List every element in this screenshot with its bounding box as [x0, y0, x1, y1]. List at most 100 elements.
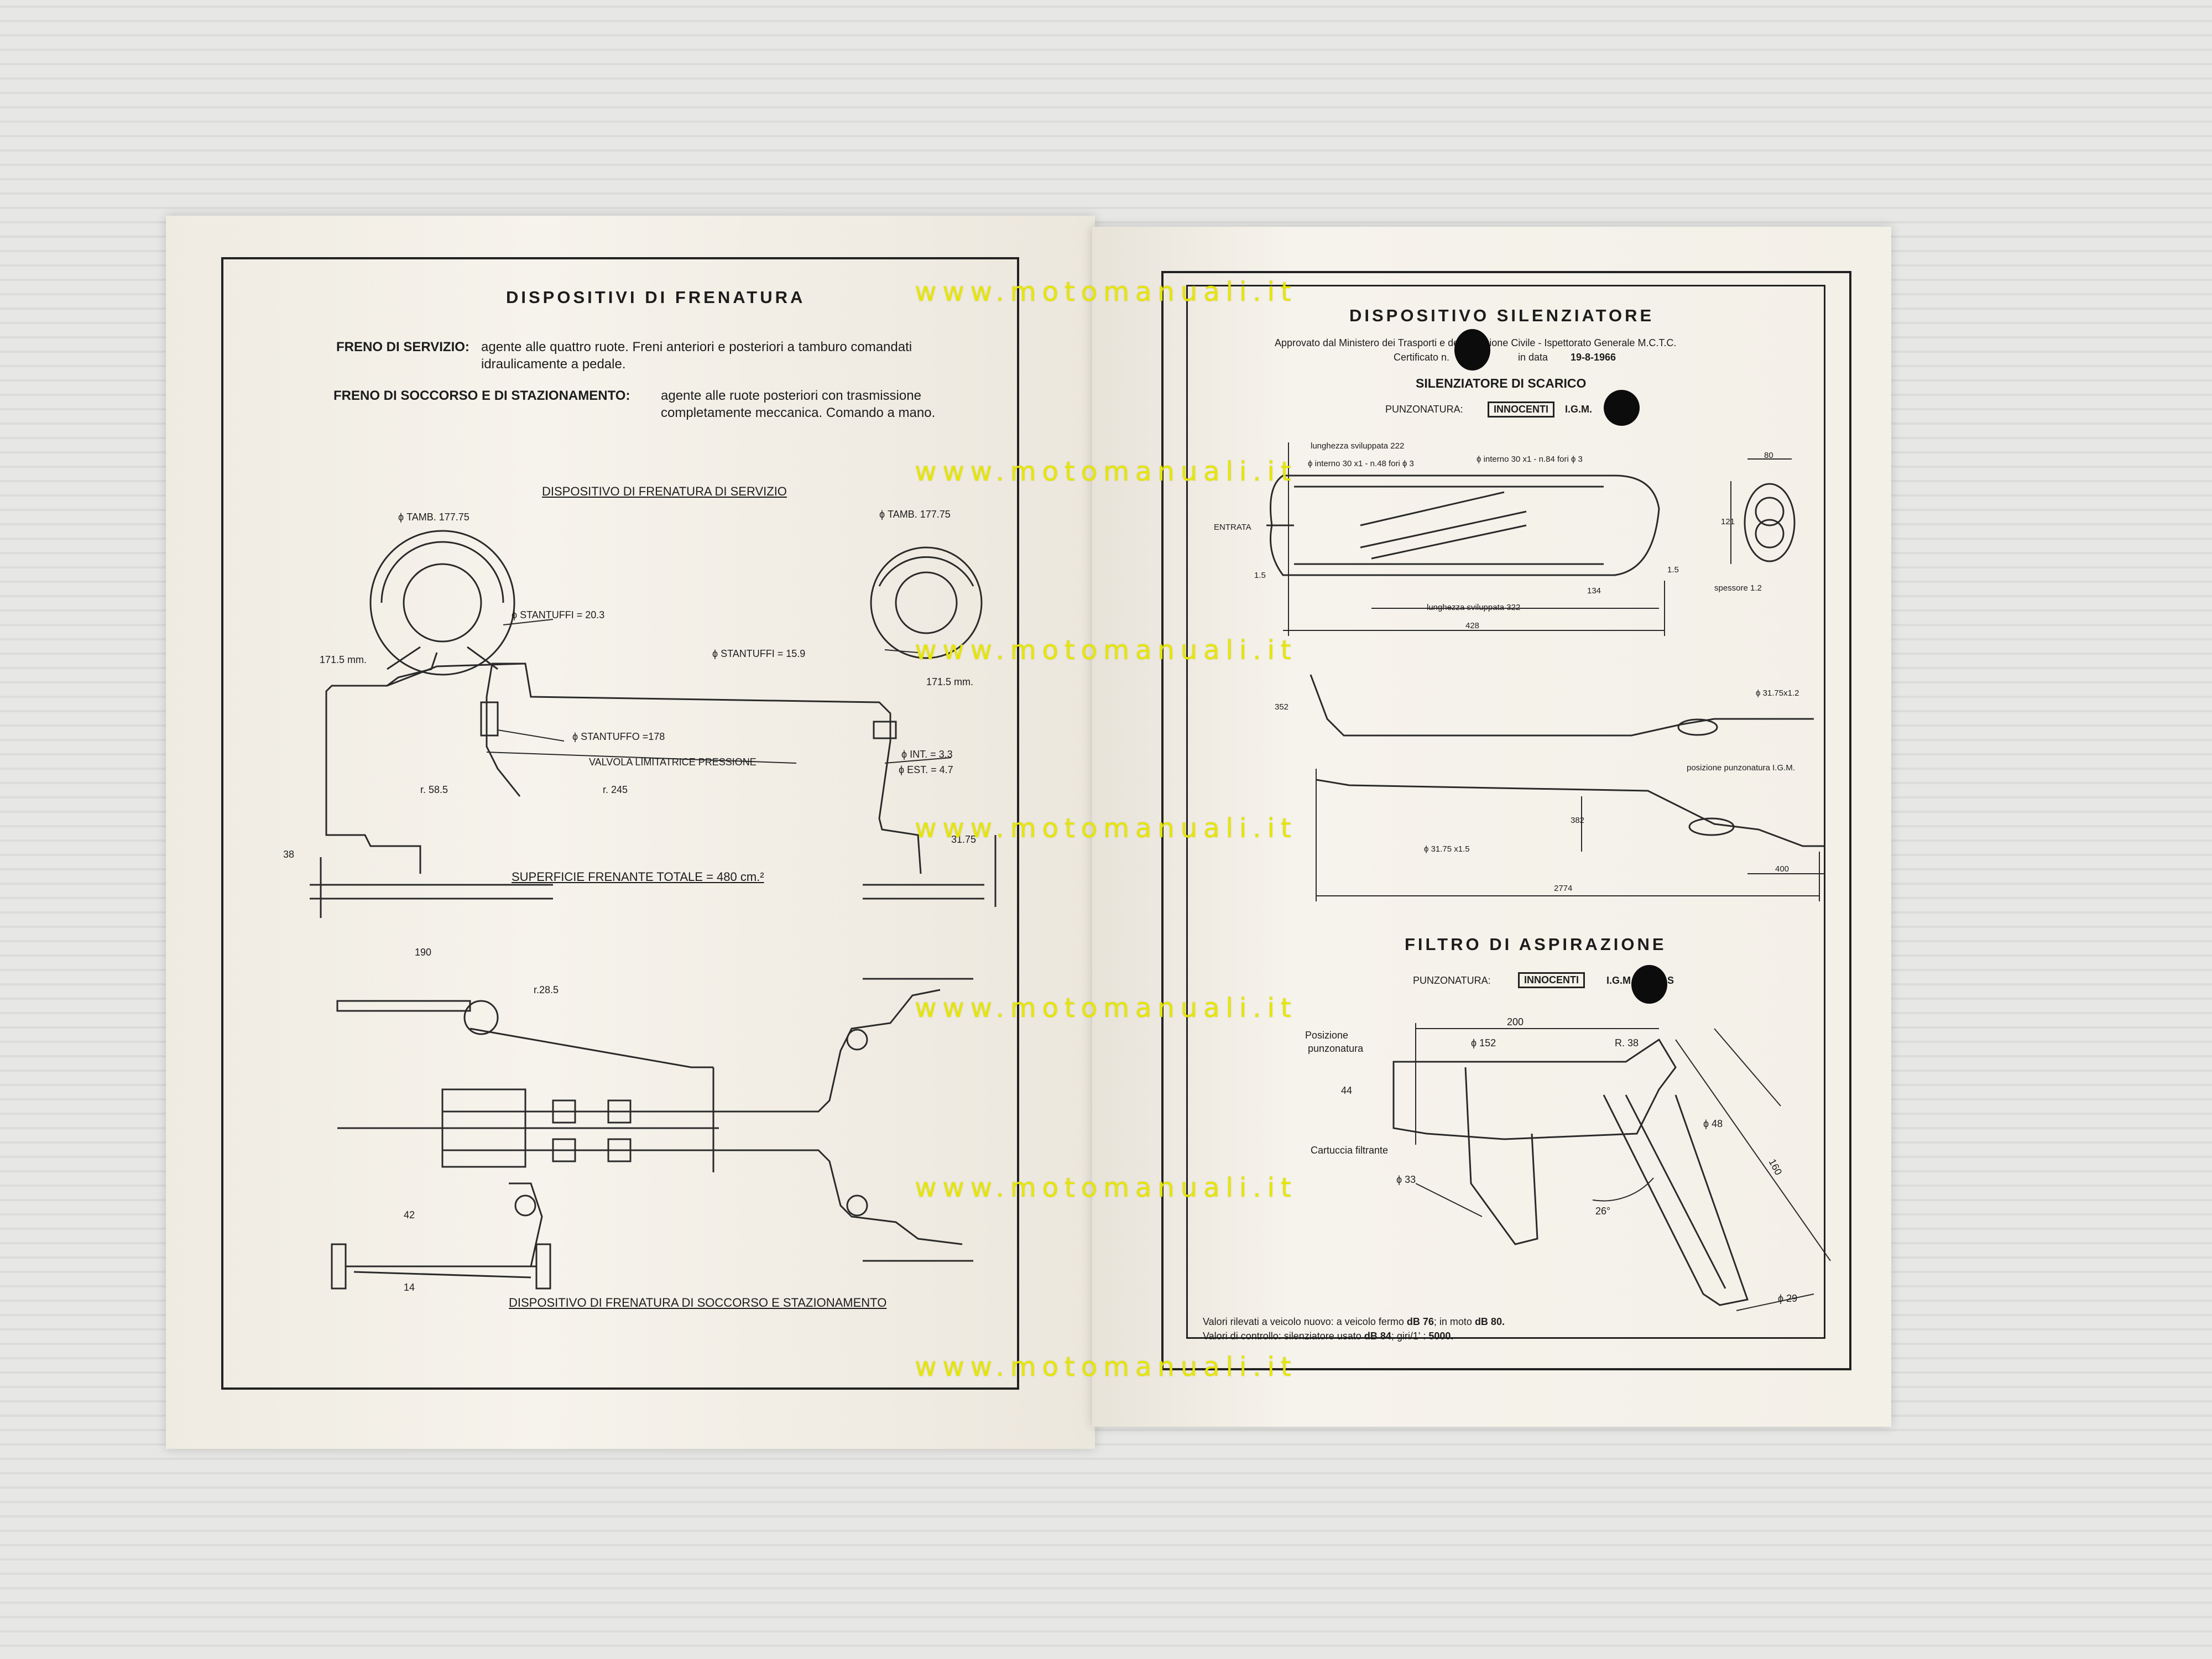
dim-spessore: spessore 1.2 [1714, 583, 1762, 593]
noise-1-c: ; in moto [1433, 1316, 1472, 1327]
filter-section-title: FILTRO DI ASPIRAZIONE [1405, 935, 1667, 954]
filter-innocenti-stamp: INNOCENTI [1518, 972, 1585, 988]
right-page-outer-border [1161, 271, 1851, 1370]
dim-stantuffi-right: ϕ STANTUFFI = 15.9 [712, 648, 806, 659]
right-page [1092, 227, 1891, 1427]
dim-171-left: 171.5 mm. [320, 654, 367, 665]
brake-section-title: DISPOSITIVI DI FRENATURA [506, 288, 806, 307]
dim-pipe-1: ϕ 31.75x1.2 [1756, 688, 1799, 698]
approval-certificate-label: Certificato n. [1394, 352, 1450, 363]
angle-26: 26° [1595, 1206, 1611, 1217]
dim-42: 42 [404, 1209, 415, 1220]
left-page [166, 216, 1095, 1449]
dim-int: ϕ INT. = 3.3 [901, 749, 953, 760]
dim-r245: r. 245 [603, 784, 628, 795]
dim-190: 190 [415, 947, 432, 958]
dim-tamb-right: ϕ TAMB. 177.75 [879, 509, 951, 520]
filter-punzonatura-label: PUNZONATURA: [1413, 975, 1491, 986]
dim-r58: r. 58.5 [420, 784, 448, 795]
dim-29: ϕ 29 [1778, 1293, 1798, 1304]
watermark-7: www.motomanuali.it [915, 1352, 1297, 1383]
dim-400: 400 [1775, 864, 1790, 874]
cartuccia-label: Cartuccia filtrante [1311, 1145, 1389, 1156]
noise-1-b: dB 76 [1406, 1316, 1434, 1327]
dim-31: 31.75 [951, 834, 977, 845]
service-brake-label: FRENO DI SERVIZIO: [336, 340, 469, 354]
punzonatura-label-2: punzonatura [1308, 1043, 1364, 1054]
watermark-4: www.motomanuali.it [915, 813, 1297, 844]
noise-1-a: Valori rilevati a veicolo nuovo: a veico… [1203, 1316, 1404, 1327]
right-page-inner-border [1186, 285, 1825, 1339]
approval-date-label: in data [1518, 352, 1548, 363]
dim-lung-322: lunghezza sviluppata 322 [1427, 603, 1521, 612]
filter-igm-label: I.G.M. [1606, 975, 1634, 986]
innocenti-stamp: INNOCENTI [1488, 401, 1554, 418]
emergency-device-caption: DISPOSITIVO DI FRENATURA DI SOCCORSO E S… [509, 1296, 887, 1310]
dim-interno-84: ϕ interno 30 x1 - n.84 fori ϕ 3 [1477, 455, 1583, 464]
service-device-caption: DISPOSITIVO DI FRENATURA DI SERVIZIO [542, 484, 787, 498]
dim-est: ϕ EST. = 4.7 [899, 764, 953, 775]
dim-152: ϕ 152 [1471, 1037, 1496, 1048]
dim-lung-222: lunghezza sviluppata 222 [1311, 441, 1405, 451]
air-filter-drawing [1392, 1023, 1831, 1311]
approval-date: 19-8-1966 [1571, 352, 1616, 363]
dim-428: 428 [1465, 621, 1480, 630]
emergency-brake-drawing [331, 978, 973, 1290]
left-page-border [221, 257, 1019, 1390]
redaction-blot-2 [1604, 390, 1640, 426]
noise-2-b: dB 84 [1364, 1331, 1391, 1342]
noise-line-2: Valori di controllo: silenziatore usato … [1203, 1331, 1453, 1342]
dim-pipe-2: ϕ 31.75 x1.5 [1424, 844, 1470, 854]
silencer-drawing [1266, 442, 1825, 901]
emergency-brake-text-2: completamente meccanica. Comando a mano. [661, 405, 936, 420]
dim-121: 121 [1721, 517, 1735, 526]
dim-14: 14 [404, 1282, 415, 1293]
dim-382: 382 [1571, 816, 1585, 825]
dim-r28: r.28.5 [534, 984, 559, 995]
dim-interno-48: ϕ interno 30 x1 - n.48 fori ϕ 3 [1308, 459, 1414, 468]
dim-tamb-left: ϕ TAMB. 177.75 [398, 512, 469, 523]
emergency-brake-text-1: agente alle ruote posteriori con trasmis… [661, 388, 921, 403]
dim-48: ϕ 48 [1703, 1118, 1723, 1129]
noise-2-a: Valori di controllo: silenziatore usato [1203, 1331, 1361, 1342]
watermark-2: www.motomanuali.it [915, 456, 1297, 487]
filter-igm-suffix: S [1667, 975, 1674, 986]
dim-2774: 2774 [1554, 884, 1573, 893]
dim-1-5-b: 1.5 [1667, 565, 1679, 575]
dim-stantuffi-left: ϕ STANTUFFI = 20.3 [512, 609, 605, 620]
noise-2-c: ; giri/1' : [1391, 1331, 1426, 1342]
punzonatura-label: PUNZONATURA: [1385, 404, 1463, 415]
noise-2-d: 5000. [1428, 1331, 1454, 1342]
service-brake-drawing [310, 530, 997, 918]
dim-80: 80 [1764, 451, 1773, 460]
superficie-frenante: SUPERFICIE FRENANTE TOTALE = 480 cm.² [512, 870, 764, 884]
emergency-brake-label: FRENO DI SOCCORSO E DI STAZIONAMENTO: [333, 388, 630, 403]
watermark-5: www.motomanuali.it [915, 993, 1297, 1024]
silencer-section-title: DISPOSITIVO SILENZIATORE [1349, 306, 1655, 325]
redaction-blot-3 [1631, 965, 1667, 1004]
service-brake-text-2: idraulicamente a pedale. [481, 357, 626, 372]
dim-38: 38 [283, 849, 295, 860]
redaction-blot-1 [1454, 329, 1490, 371]
posizione-igm: posizione punzonatura I.G.M. [1687, 763, 1795, 773]
entrata-label: ENTRATA [1214, 523, 1251, 532]
dim-200: 200 [1507, 1016, 1524, 1027]
igm-label: I.G.M. [1565, 404, 1592, 415]
posizione-label: Posizione [1305, 1030, 1349, 1041]
dim-1-5-a: 1.5 [1254, 571, 1266, 580]
dim-352: 352 [1275, 702, 1289, 712]
service-brake-text-1: agente alle quattro ruote. Freni anterio… [481, 340, 912, 354]
silencer-subtitle: SILENZIATORE DI SCARICO [1416, 376, 1587, 390]
dim-44: 44 [1341, 1085, 1353, 1096]
noise-1-d: dB 80. [1474, 1316, 1505, 1327]
valvola-label: VALVOLA LIMITATRICE PRESSIONE [589, 757, 757, 768]
watermark-1: www.motomanuali.it [915, 276, 1297, 307]
dim-33: ϕ 33 [1396, 1174, 1416, 1185]
dim-r38: R. 38 [1615, 1037, 1639, 1048]
dim-stantuffo: ϕ STANTUFFO =178 [572, 731, 665, 742]
watermark-6: www.motomanuali.it [915, 1172, 1297, 1203]
watermark-3: www.motomanuali.it [915, 635, 1297, 666]
dim-134: 134 [1587, 586, 1601, 596]
noise-line-1: Valori rilevati a veicolo nuovo: a veico… [1203, 1316, 1505, 1328]
